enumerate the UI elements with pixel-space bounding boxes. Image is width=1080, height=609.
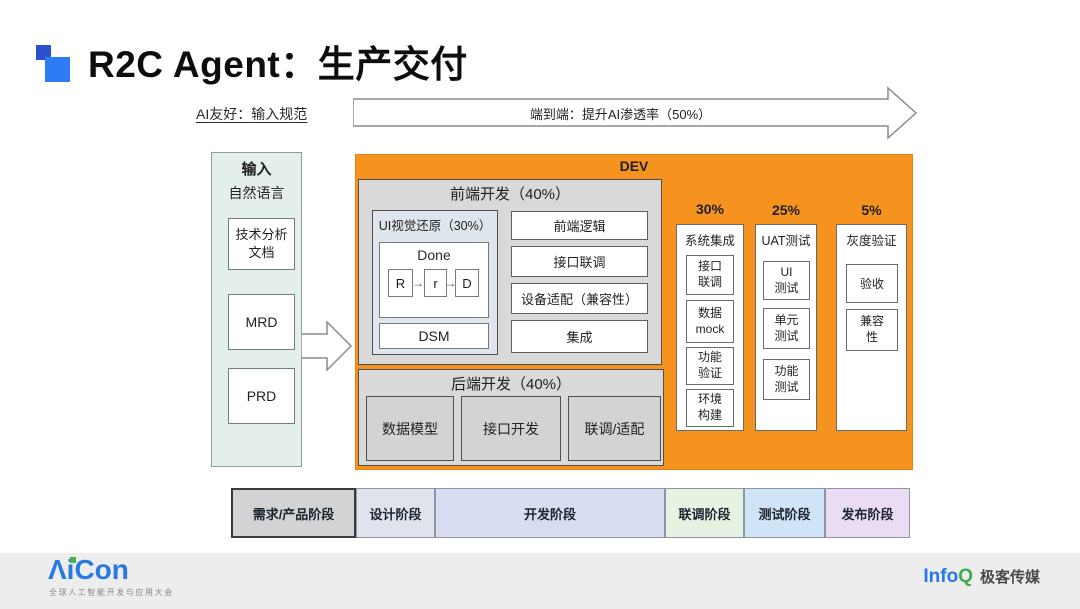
input-item-prd: PRD: [228, 368, 295, 424]
ui-restore-title: UI视觉还原（30%）: [378, 219, 492, 233]
end-to-end-arrow-label: 端到端：提升AI渗透率（50%）: [529, 106, 712, 122]
input-spec-annotation: AI友好：输入规范: [196, 106, 308, 122]
step-r2-box: r: [424, 269, 447, 297]
dev-label: DEV: [619, 158, 649, 174]
uat-item-unit-test: 单元 测试: [763, 308, 810, 349]
si-item-api-joint: 接口 联调: [686, 255, 734, 295]
infoq-media-text: 极客传媒: [979, 569, 1040, 586]
input-to-dev-arrow-icon: [301, 321, 353, 371]
uat-percent: 25%: [771, 202, 801, 218]
step-arrow-icon: →: [444, 276, 457, 290]
si-item-func-verify: 功能 验证: [686, 347, 734, 385]
uat-title: UAT测试: [761, 234, 811, 248]
frontend-task-integration: 集成: [511, 320, 648, 353]
aicon-logo: ΛiCon: [48, 556, 129, 584]
backend-task-api-dev: 接口开发: [461, 396, 561, 461]
phase-design: 设计阶段: [356, 488, 435, 538]
end-to-end-arrow-icon: [353, 86, 918, 140]
frontend-task-api-joint: 接口联调: [511, 246, 648, 277]
backend-task-joint-adapt: 联调/适配: [568, 396, 661, 461]
backend-task-data-model: 数据模型: [366, 396, 454, 461]
gr-item-acceptance: 验收: [846, 264, 898, 303]
phase-integration: 联调阶段: [665, 488, 744, 538]
aicon-wordmark: ΛiCon: [48, 554, 129, 585]
uat-item-func-test: 功能 测试: [763, 359, 810, 400]
system-integration-percent: 30%: [695, 201, 725, 217]
input-panel-subheader: 自然语言: [228, 185, 285, 201]
step-r-box: R: [388, 269, 413, 297]
dsm-box: DSM: [379, 323, 489, 349]
brand-squares-icon: [36, 45, 76, 85]
infoq-q-text: Q: [958, 566, 973, 587]
phase-testing: 测试阶段: [744, 488, 825, 538]
phase-release: 发布阶段: [825, 488, 910, 538]
page-title: R2C Agent：生产交付: [88, 44, 468, 85]
infoq-logo: InfoQ 极客传媒: [923, 566, 1040, 588]
phase-bar: 需求/产品阶段 设计阶段 开发阶段 联调阶段 测试阶段 发布阶段: [231, 488, 910, 538]
input-item-tech-doc: 技术分析 文档: [228, 218, 295, 270]
phase-requirements: 需求/产品阶段: [231, 488, 356, 538]
aicon-tagline: 全球人工智能开发与应用大会: [49, 588, 174, 597]
gr-item-compat: 兼容 性: [846, 309, 898, 351]
uat-item-ui-test: UI 测试: [763, 261, 810, 300]
aicon-i-dot: [70, 557, 76, 563]
frontend-task-device-adapt: 设备适配（兼容性）: [511, 283, 648, 314]
backend-title: 后端开发（40%）: [450, 376, 572, 393]
si-item-env-build: 环境 构建: [686, 389, 734, 427]
step-d-box: D: [455, 269, 479, 297]
frontend-task-logic: 前端逻辑: [511, 211, 648, 240]
input-item-mrd: MRD: [228, 294, 295, 350]
step-arrow-icon: →: [412, 276, 424, 290]
gray-release-percent: 5%: [861, 202, 882, 218]
infoq-info-text: Info: [923, 566, 959, 587]
system-integration-title: 系统集成: [684, 234, 735, 248]
phase-development: 开发阶段: [435, 488, 665, 538]
footer-band: [0, 553, 1080, 609]
done-title: Done: [417, 247, 451, 263]
input-panel-header: 输入: [241, 161, 272, 178]
gray-release-title: 灰度验证: [846, 234, 897, 248]
frontend-title: 前端开发（40%）: [449, 186, 571, 203]
si-item-data-mock: 数据 mock: [686, 300, 734, 343]
